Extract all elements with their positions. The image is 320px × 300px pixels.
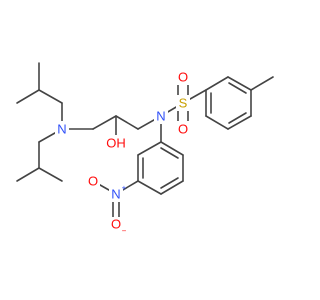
atom-labels: N OH N S O O N + O O − — [55, 69, 190, 236]
bond — [227, 115, 252, 130]
structure-diagram: N OH N S O O N + O O − — [16, 62, 274, 236]
nitro-nitrogen-label: N — [111, 187, 120, 202]
bond — [228, 82, 247, 94]
sulfur-label: S — [179, 96, 188, 111]
hydroxyl-label: OH — [106, 136, 126, 151]
bond — [38, 89, 63, 104]
bond — [16, 89, 40, 104]
bond — [16, 167, 40, 182]
bond — [205, 115, 229, 130]
bond — [38, 167, 63, 182]
bond — [228, 112, 247, 124]
nitro-oxygen-bottom-label: O — [111, 217, 121, 232]
bond — [205, 76, 229, 91]
bond — [160, 180, 184, 195]
sulfonyl-oxygen-top-label: O — [178, 70, 188, 85]
amine-nitrogen-label: N — [57, 122, 66, 137]
bond — [137, 141, 162, 156]
bond — [250, 76, 274, 91]
nitro-oxygen-charge: − — [122, 227, 127, 236]
bond — [160, 177, 179, 189]
bonds — [16, 62, 274, 221]
bond — [137, 180, 162, 195]
molecule-canvas: N OH N S O O N + O O − — [16, 62, 274, 236]
bond — [160, 141, 184, 156]
sulfonyl-oxygen-bottom-label: O — [178, 122, 188, 137]
nitro-nitrogen-charge: + — [122, 184, 127, 193]
bond — [227, 76, 252, 91]
bond — [92, 115, 117, 130]
bond — [115, 115, 139, 130]
bond — [160, 147, 179, 159]
sulfonamide-nitrogen-label: N — [156, 109, 165, 124]
nitro-oxygen-top-label: O — [88, 174, 98, 189]
